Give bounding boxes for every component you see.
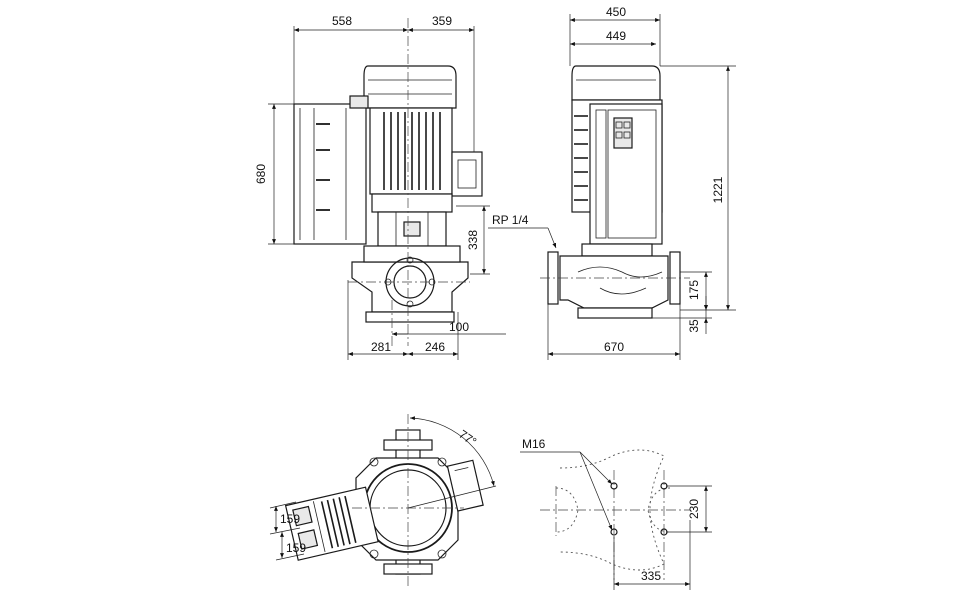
dim-side-450: 450 <box>606 5 626 19</box>
dim-front-100: 100 <box>449 320 469 334</box>
side-motor-hood <box>571 65 661 101</box>
dim-front-359: 359 <box>432 14 452 28</box>
front-motor-fins <box>383 112 441 190</box>
front-pump-housing <box>351 261 469 313</box>
dim-bolt-230: 230 <box>687 499 701 519</box>
front-base-plate <box>365 311 455 323</box>
front-terminal-box <box>451 151 483 197</box>
label-rp-thread: RP 1/4 <box>492 213 529 227</box>
side-pump-housing <box>559 255 669 309</box>
dim-top-159-lower: 159 <box>286 541 306 555</box>
bolt-hole-lower <box>610 528 618 536</box>
front-control-unit <box>293 103 367 245</box>
dim-side-670: 670 <box>604 340 624 354</box>
top-pump-housing <box>355 457 459 561</box>
dim-side-449: 449 <box>606 29 626 43</box>
dim-side-175: 175 <box>687 280 701 300</box>
side-view: 450 449 1221 175 35 670 <box>540 5 736 360</box>
bolt-pattern-view: M16 230 335 <box>520 437 712 590</box>
front-motor-hood <box>363 65 457 109</box>
dim-front-281: 281 <box>371 340 391 354</box>
side-base-plate <box>577 307 653 319</box>
dim-top-angle: 77° <box>456 427 479 449</box>
dim-front-246: 246 <box>425 340 445 354</box>
dim-top-159-upper: 159 <box>280 512 300 526</box>
bolt-hole-upper <box>610 482 618 490</box>
top-view: 77° 159 159 <box>269 414 497 586</box>
label-m16-thread: M16 <box>522 437 546 451</box>
front-lantern <box>371 193 453 213</box>
dim-front-558: 558 <box>332 14 352 28</box>
dim-front-680: 680 <box>254 164 268 184</box>
dim-front-338: 338 <box>466 230 480 250</box>
dim-side-1221: 1221 <box>711 176 725 203</box>
dim-side-35: 35 <box>687 319 701 333</box>
dim-bolt-335: 335 <box>641 569 661 583</box>
top-angle-arc <box>409 416 495 487</box>
front-view: 558 359 680 338 281 246 100 RP 1/4 <box>254 14 557 360</box>
side-motor-fins <box>574 115 588 201</box>
